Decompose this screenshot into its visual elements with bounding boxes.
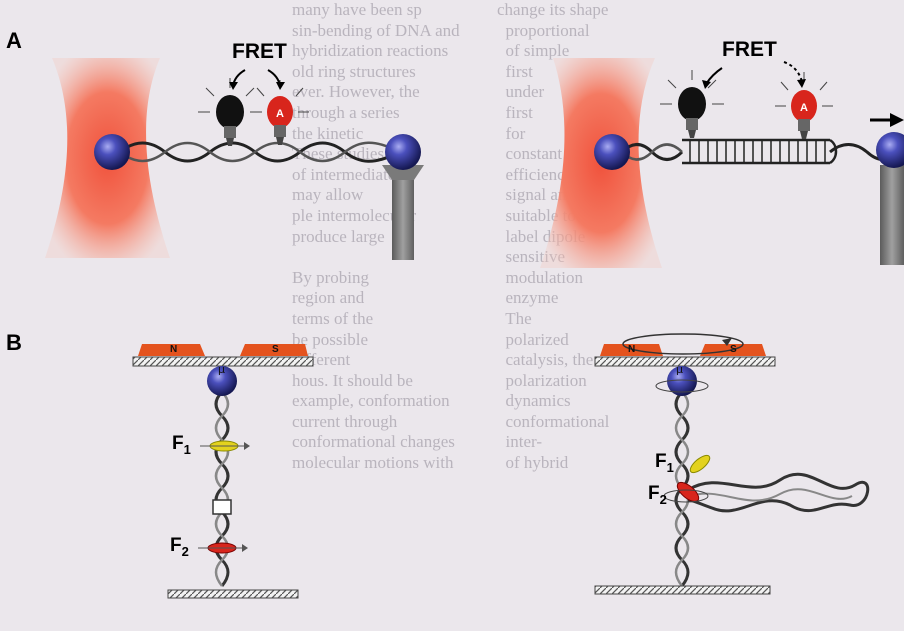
acceptor-dye-icon: A (775, 72, 833, 139)
magnetic-moment-label: μ (218, 363, 225, 376)
magnet-south (240, 344, 308, 356)
f1-dye-icon (689, 454, 711, 474)
pedestal (880, 165, 904, 265)
rotation-arrow-icon (622, 333, 744, 355)
plectoneme (687, 472, 870, 513)
dna-strand (119, 141, 396, 163)
svg-text:A: A (276, 108, 284, 120)
magnetic-bead (667, 366, 697, 396)
background-text-left: many have been sp sin-bending of DNA and… (292, 0, 460, 473)
trapped-bead (94, 134, 130, 170)
panel-b-right (594, 333, 870, 595)
panel-b-label: B (6, 330, 22, 355)
magnet-north-label: N (170, 344, 178, 355)
svg-text:A: A (800, 102, 808, 114)
pedestal-bead (385, 134, 421, 170)
unzipped-dna-ladder (682, 138, 838, 165)
surface (594, 585, 771, 595)
donor-dye-icon (198, 78, 262, 146)
panel-a-label: A (6, 28, 22, 53)
donor-dye-icon (660, 70, 724, 138)
f1-letter: F (655, 451, 667, 472)
magnet-north (600, 344, 663, 356)
f1-label: F1 (655, 451, 674, 475)
f1-sub: 1 (666, 459, 674, 475)
magnet-south-label: S (730, 344, 737, 355)
f1-letter: F (172, 433, 184, 454)
fret-label: FRET (722, 38, 777, 61)
magnet-bar (132, 356, 314, 367)
f1-sub: 1 (183, 441, 191, 457)
surface (167, 589, 299, 599)
acceptor-dye-icon: A (251, 80, 309, 145)
panel-a-right: A (540, 58, 904, 268)
pedestal-bead (876, 132, 904, 168)
f2-label: F2 (170, 535, 189, 559)
f2-letter: F (648, 483, 660, 504)
fret-label: FRET (232, 40, 287, 63)
magnet-north (138, 344, 205, 356)
magnetic-bead (207, 366, 237, 396)
f2-label: F2 (648, 483, 667, 507)
magnet-south-label: S (272, 344, 279, 355)
f2-sub: 2 (659, 491, 667, 507)
f2-dye-icon (676, 481, 700, 503)
f1-label: F1 (172, 433, 191, 457)
trapped-bead (594, 134, 630, 170)
magnet-bar (594, 356, 776, 367)
panel-a-left: A (45, 58, 424, 260)
magnet-north-label: N (628, 344, 636, 355)
panel-b-left (132, 344, 314, 599)
background-text-right: change its shape proportional of simple … (497, 0, 610, 473)
f2-sub: 2 (181, 543, 189, 559)
pedestal (392, 160, 414, 260)
magnetic-moment-label: μ (676, 363, 683, 376)
f2-letter: F (170, 535, 182, 556)
